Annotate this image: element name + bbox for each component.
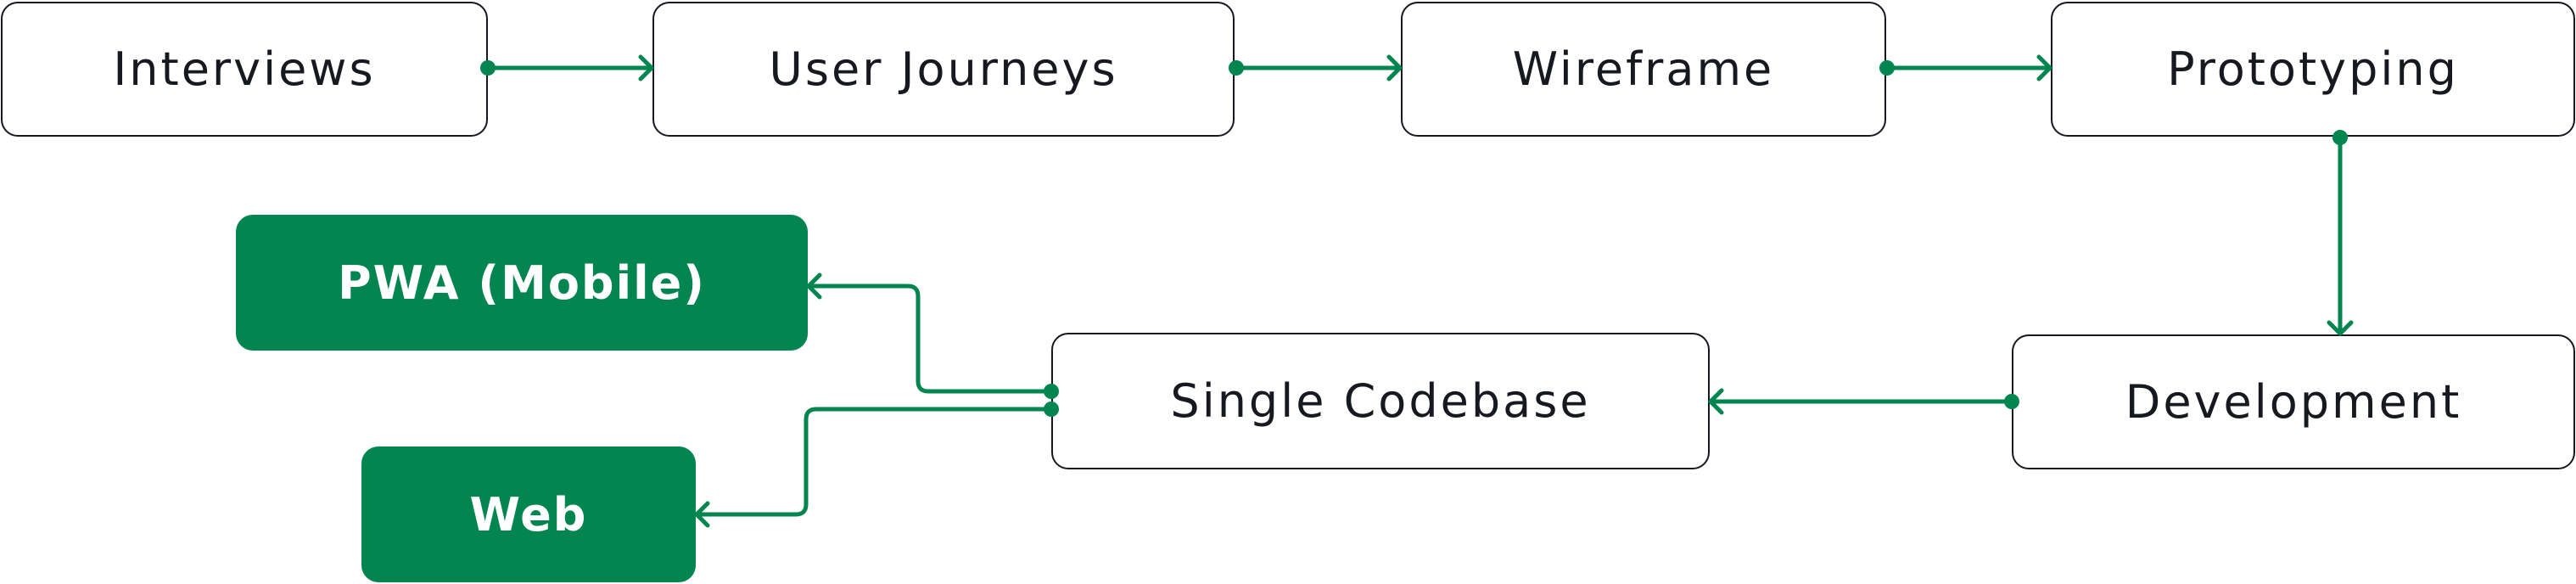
arrowhead-pwa <box>806 272 822 300</box>
node-user-journeys-label: User Journeys <box>769 42 1118 96</box>
node-wireframe-label: Wireframe <box>1512 42 1775 96</box>
arrowhead-user-journeys <box>638 54 654 81</box>
arrowhead-development <box>2327 320 2354 336</box>
node-development: Development <box>2012 334 2575 469</box>
arrowhead-web <box>694 501 710 528</box>
node-single-codebase-label: Single Codebase <box>1170 374 1591 428</box>
node-web: Web <box>361 446 696 582</box>
node-user-journeys: User Journeys <box>652 2 1235 137</box>
arrowhead-prototyping <box>2036 54 2052 81</box>
arrowhead-wireframe <box>1386 54 1403 81</box>
node-development-label: Development <box>2125 375 2462 429</box>
node-single-codebase: Single Codebase <box>1051 333 1710 469</box>
node-pwa-mobile-label: PWA (Mobile) <box>338 256 706 310</box>
node-wireframe: Wireframe <box>1401 2 1886 137</box>
connector-single-codebase-web <box>695 407 1054 517</box>
node-prototyping-label: Prototyping <box>2167 42 2459 96</box>
node-interviews-label: Interviews <box>113 42 376 96</box>
connector-single-codebase-pwa <box>807 284 1054 394</box>
node-interviews: Interviews <box>1 2 488 137</box>
node-prototyping: Prototyping <box>2051 2 2575 137</box>
arrowhead-single-codebase <box>1708 388 1724 415</box>
node-pwa-mobile: PWA (Mobile) <box>236 215 808 351</box>
node-web-label: Web <box>469 487 588 542</box>
